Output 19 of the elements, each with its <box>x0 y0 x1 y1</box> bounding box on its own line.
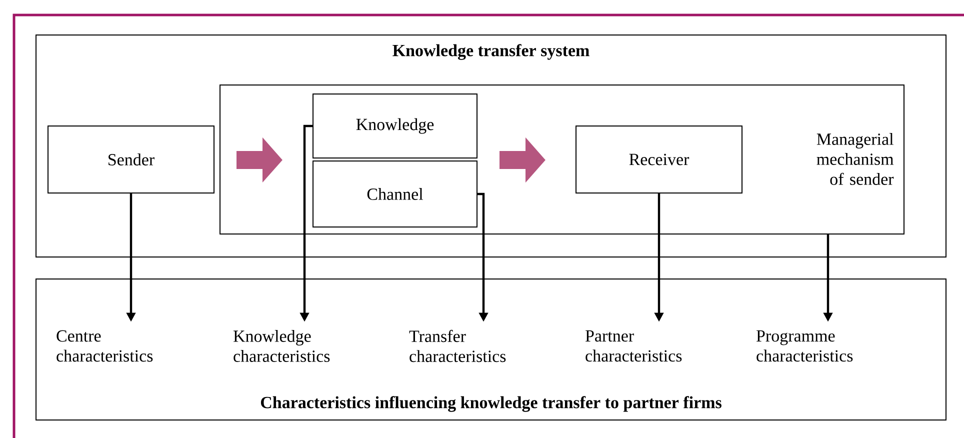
characteristic-label: Programme characteristics <box>756 330 853 362</box>
process-box <box>312 94 478 158</box>
system-box <box>36 34 946 258</box>
box-label: Sender <box>108 154 154 166</box>
characteristic-label: Knowledge characteristics <box>234 330 330 362</box>
node-label: Managerial mechanism of sender <box>816 133 894 185</box>
box-heading: Characteristics influencing knowledge transfer to partner firms <box>260 396 722 412</box>
box-label: Knowledge <box>356 118 434 134</box>
box-label: Receiver <box>629 154 690 166</box>
box-heading: Knowledge transfer system <box>392 44 590 60</box>
process-box <box>576 126 742 194</box>
group-box <box>36 278 946 420</box>
process-box <box>48 126 214 194</box>
process-box <box>312 160 478 228</box>
box-label: Channel <box>367 188 423 200</box>
group-box <box>220 84 904 234</box>
characteristic-label: Transfer characteristics <box>409 330 506 362</box>
characteristic-label: Partner characteristics <box>586 330 682 362</box>
characteristic-label: Centre characteristics <box>56 330 153 362</box>
